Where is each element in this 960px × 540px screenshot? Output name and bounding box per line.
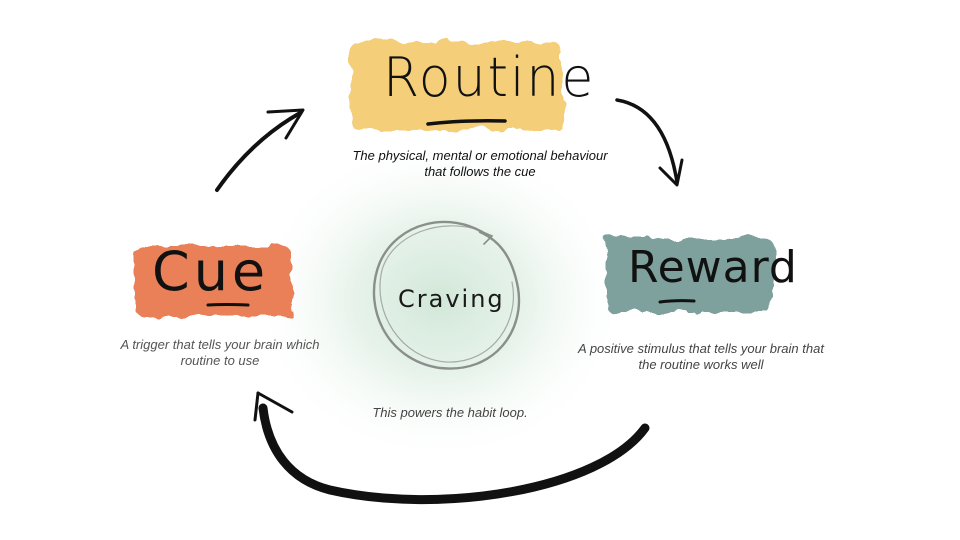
reward-description-line1: A positive stimulus that tells your brai… (578, 341, 824, 356)
reward-description: A positive stimulus that tells your brai… (556, 341, 846, 373)
routine-underline (426, 119, 507, 126)
craving-description: This powers the habit loop. (372, 405, 528, 420)
craving-glow (250, 135, 630, 465)
cue-title: Cue (152, 240, 270, 303)
cue-description: A trigger that tells your brain which ro… (100, 337, 340, 369)
reward-title: Reward (628, 242, 798, 293)
cue-patch (134, 246, 292, 316)
routine-description-line1: The physical, mental or emotional behavi… (352, 148, 608, 163)
cue-description-line1: A trigger that tells your brain which (120, 337, 320, 352)
arrow-reward-to-cue (253, 391, 650, 505)
craving-circle (372, 220, 521, 370)
reward-description-line2: the routine works well (638, 357, 764, 372)
arrow-cue-to-routine (215, 108, 305, 192)
cue-underline (206, 303, 250, 307)
routine-patch (350, 42, 562, 130)
routine-description-line2: that follows the cue (424, 164, 536, 179)
cue-description-line2: routine to use (180, 353, 260, 368)
craving-title: Craving (398, 285, 505, 313)
arrow-routine-to-reward (615, 98, 684, 187)
reward-underline (658, 299, 696, 304)
routine-title: Routine (383, 46, 596, 110)
routine-description: The physical, mental or emotional behavi… (300, 148, 660, 180)
reward-patch (604, 238, 774, 312)
